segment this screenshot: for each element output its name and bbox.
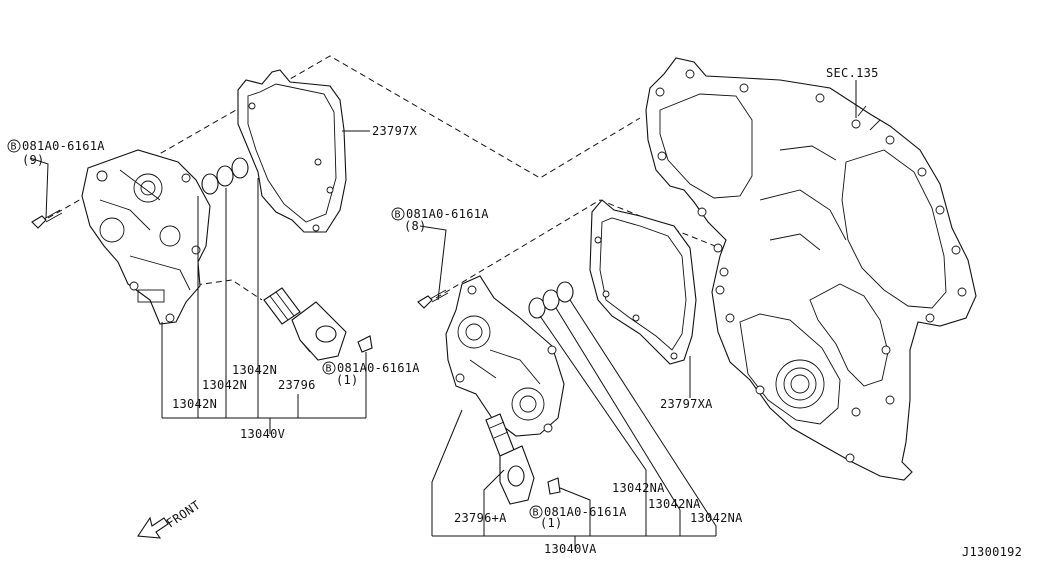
front-arrow-icon: FRONT bbox=[137, 498, 203, 539]
label-assy-right: 13040VA bbox=[544, 542, 597, 556]
label-oring-left-b: 13042N bbox=[202, 378, 247, 392]
quantity: (1) bbox=[540, 516, 563, 530]
leader-lines bbox=[29, 80, 857, 550]
label-oring-right-c: 13042NA bbox=[690, 511, 743, 525]
bolt-badge: B bbox=[11, 142, 17, 153]
quantity: (9) bbox=[22, 153, 45, 167]
callout-bolt-solenoid-right: B 081A0-6161A (1) bbox=[529, 505, 627, 530]
part-number: 081A0-6161A bbox=[544, 505, 627, 519]
gasket-left bbox=[237, 69, 347, 233]
callout-bolt-left: B 081A0-6161A (9) bbox=[7, 139, 105, 167]
bolt-badge: B bbox=[533, 508, 539, 519]
callout-bolt-solenoid-left: B 081A0-6161A (1) bbox=[322, 361, 420, 387]
bolt-badge: B bbox=[326, 364, 332, 375]
solenoid-right bbox=[485, 413, 535, 505]
label-oring-right-b: 13042NA bbox=[648, 497, 701, 511]
front-cover-right bbox=[445, 275, 565, 437]
solenoid-left bbox=[263, 287, 347, 361]
label-assy-left: 13040V bbox=[240, 427, 285, 441]
callout-bolt-center: B 081A0-6161A (8) bbox=[391, 207, 489, 233]
bolt-solenoid-right bbox=[547, 477, 561, 495]
bolt-solenoid-left bbox=[357, 335, 373, 353]
label-oring-right-a: 13042NA bbox=[612, 481, 665, 495]
orings-right bbox=[528, 281, 574, 319]
quantity: (1) bbox=[336, 373, 359, 387]
label-gasket-right: 23797XA bbox=[660, 397, 713, 411]
timing-chain-case bbox=[645, 57, 977, 481]
label-oring-left-c: 13042N bbox=[172, 397, 217, 411]
gasket-right bbox=[589, 199, 697, 365]
orings-left bbox=[201, 157, 249, 195]
bolt-badge: B bbox=[395, 210, 401, 221]
front-label: FRONT bbox=[164, 498, 203, 531]
bolt-left bbox=[31, 209, 63, 229]
label-solenoid-right: 23796+A bbox=[454, 511, 507, 525]
part-number: 081A0-6161A bbox=[337, 361, 420, 375]
label-gasket-left: 23797X bbox=[372, 124, 418, 138]
section-reference: SEC.135 bbox=[826, 66, 879, 80]
quantity: (8) bbox=[404, 219, 427, 233]
front-cover-left bbox=[81, 149, 211, 325]
bolt-center bbox=[417, 289, 449, 309]
part-number: 081A0-6161A bbox=[22, 139, 105, 153]
part-number: 081A0-6161A bbox=[406, 207, 489, 221]
label-oring-left-a: 13042N bbox=[232, 363, 277, 377]
label-solenoid-left: 23796 bbox=[278, 378, 316, 392]
diagram-id: J1300192 bbox=[962, 545, 1022, 559]
